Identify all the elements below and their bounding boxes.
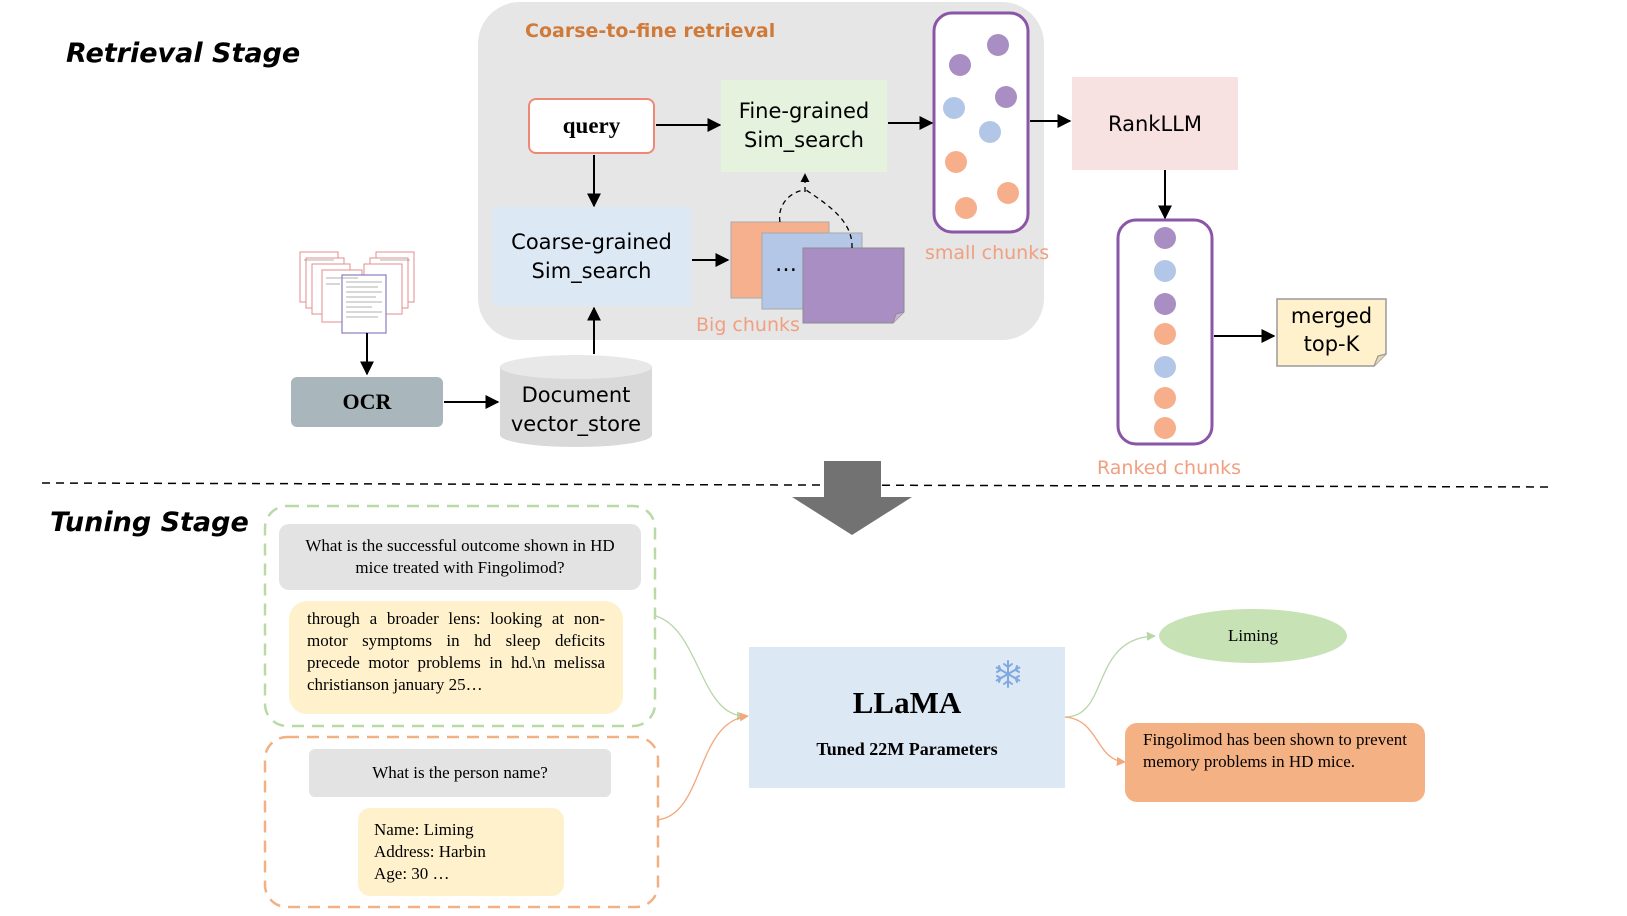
ranked-chunk-dot [1154,293,1176,315]
question-1-box: What is the successful outcome shown in … [279,524,641,590]
ranked-chunk-dot [1154,387,1176,409]
ranked-chunk-dot [1154,417,1176,439]
ranked-chunks-label: Ranked chunks [1097,457,1242,479]
document-vector-store-cylinder [500,355,652,447]
small-chunk-dot [995,86,1017,108]
ranked-chunk-dot [1154,323,1176,345]
fine-grained-search-box: Fine-grained Sim_search [721,80,887,172]
output-liming-ellipse [1159,609,1347,663]
merged-topk-note [1276,298,1387,367]
big-chunks-stack [730,221,905,324]
small-chunk-dot [987,34,1009,56]
ranked-chunk-dot [1154,260,1176,282]
context-1-box: through a broader lens: looking at non-m… [289,601,623,714]
output-fingolimod-box: Fingolimod has been shown to prevent mem… [1125,723,1425,802]
small-chunk-dot [979,121,1001,143]
ranked-chunk-dot [1154,227,1176,249]
question-2-box: What is the person name? [309,749,611,797]
small-chunk-dot [997,182,1019,204]
rankllm-box: RankLLM [1072,77,1238,170]
big-chunks-ellipsis: … [775,252,797,277]
qa-group-green [263,504,657,728]
llama-subtitle: Tuned 22M Parameters [816,739,998,759]
snowflake-icon [995,660,1021,688]
llama-model-box: LLaMA Tuned 22M Parameters [749,647,1065,788]
ocr-box: OCR [291,377,443,427]
query-box: query [528,98,655,154]
big-chunks-label: Big chunks [696,314,800,336]
merged-topk-label: merged top-K [1290,304,1373,356]
small-chunk-dot [949,54,971,76]
context-2-box: Name: Liming Address: Harbin Age: 30 … [358,808,564,896]
small-chunks-label: small chunks [925,242,1050,264]
document-vector-store-label: Document vector_store [510,383,642,436]
document-stack-icon [299,251,415,334]
small-chunk-dot [945,151,967,173]
ranked-chunk-dot [1154,356,1176,378]
small-chunk-dot [955,197,977,219]
llama-title: LLaMA [852,685,962,720]
tuning-stage-title: Tuning Stage [50,507,249,538]
output-liming-label: Liming [1227,626,1279,645]
small-chunk-dot [943,97,965,119]
coarse-grained-search-box: Coarse-grained Sim_search [492,207,691,306]
down-arrow-icon [792,461,912,535]
retrieval-stage-title: Retrieval Stage [66,38,301,69]
qa-group-orange [263,735,660,909]
stage-divider [41,482,1553,488]
coarse-to-fine-label: Coarse-to-fine retrieval [525,20,776,42]
